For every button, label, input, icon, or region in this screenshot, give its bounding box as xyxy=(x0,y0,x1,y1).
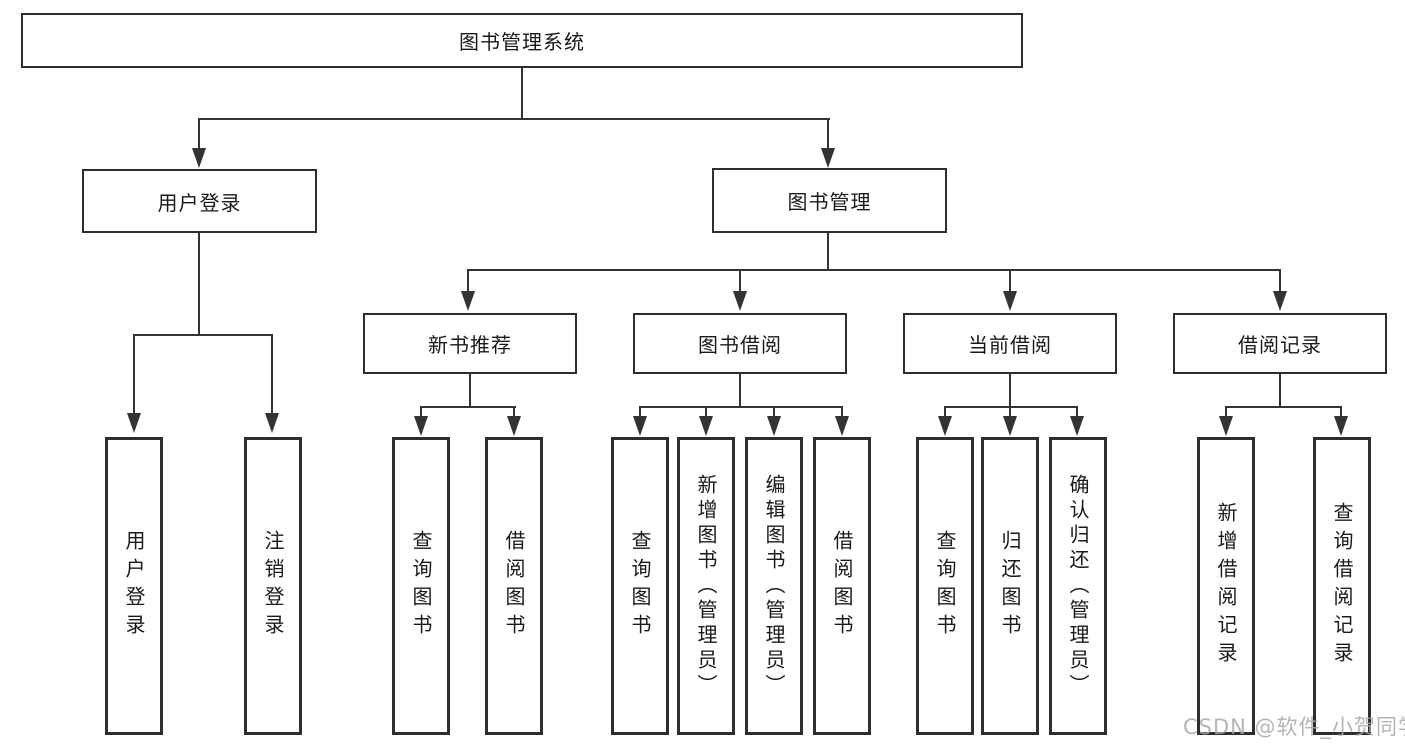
node-book-management-label: 图书管理 xyxy=(787,190,872,214)
leaf-add-borrow-record: 新增借阅记录 xyxy=(1197,437,1255,735)
arrowhead-down-icon xyxy=(835,416,849,436)
arrowhead-down-icon xyxy=(699,416,713,436)
arrowhead-down-icon xyxy=(1273,291,1287,311)
leaf-query-books-3: 查询图书 xyxy=(916,437,974,735)
leaf-return-book-label: 归还图书 xyxy=(998,530,1022,642)
connector-line xyxy=(827,118,829,151)
leaf-logout: 注销登录 xyxy=(244,437,302,735)
leaf-borrow-books-1-label: 借阅图书 xyxy=(502,530,526,642)
node-root: 图书管理系统 xyxy=(21,13,1023,68)
node-user-login-label: 用户登录 xyxy=(157,190,242,215)
node-book-management: 图书管理 xyxy=(712,168,947,233)
arrowhead-down-icon xyxy=(1219,416,1233,436)
arrowhead-down-icon xyxy=(192,148,206,168)
arrowhead-down-icon xyxy=(821,148,835,168)
connector-line xyxy=(639,406,641,418)
node-new-book-recommend: 新书推荐 xyxy=(363,313,577,374)
leaf-user-login-label: 用户登录 xyxy=(122,530,146,642)
node-current-borrow: 当前借阅 xyxy=(903,313,1117,374)
connector-line xyxy=(1076,406,1078,418)
connector-line xyxy=(198,118,830,120)
connector-line xyxy=(739,269,741,293)
arrowhead-down-icon xyxy=(127,413,141,433)
connector-line xyxy=(639,406,843,408)
connector-line xyxy=(705,406,707,418)
leaf-return-book: 归还图书 xyxy=(981,437,1039,735)
node-book-borrow-label: 图书借阅 xyxy=(698,333,782,357)
arrowhead-down-icon xyxy=(1003,416,1017,436)
leaf-user-login: 用户登录 xyxy=(105,437,163,735)
leaf-query-books-2-label: 查询图书 xyxy=(628,530,652,642)
connector-line xyxy=(198,233,200,336)
node-user-login: 用户登录 xyxy=(82,169,317,233)
leaf-add-book-admin-label: 新增图书（管理员） xyxy=(694,473,718,699)
connector-line xyxy=(513,406,515,418)
leaf-query-books-3-label: 查询图书 xyxy=(933,530,957,642)
connector-line xyxy=(1009,374,1011,408)
connector-line xyxy=(133,334,135,414)
leaf-query-books-1-label: 查询图书 xyxy=(409,530,433,642)
connector-line xyxy=(420,406,516,408)
connector-line xyxy=(271,334,273,414)
arrowhead-down-icon xyxy=(767,416,781,436)
connector-line xyxy=(133,334,273,336)
arrowhead-down-icon xyxy=(633,416,647,436)
connector-line xyxy=(1225,406,1227,418)
arrowhead-down-icon xyxy=(265,413,279,433)
node-book-borrow: 图书借阅 xyxy=(633,313,847,374)
leaf-borrow-books-1: 借阅图书 xyxy=(485,437,543,735)
arrowhead-down-icon xyxy=(414,416,428,436)
arrowhead-down-icon xyxy=(1003,291,1017,311)
connector-line xyxy=(739,374,741,408)
leaf-logout-label: 注销登录 xyxy=(261,530,285,642)
csdn-watermark: CSDN @软件_小贺同学 xyxy=(1183,715,1405,739)
connector-line xyxy=(1340,406,1342,418)
connector-line xyxy=(420,406,422,418)
connector-line xyxy=(1225,406,1342,408)
leaf-query-borrow-record-label: 查询借阅记录 xyxy=(1330,502,1354,670)
arrowhead-down-icon xyxy=(461,291,475,311)
leaf-query-books-2: 查询图书 xyxy=(611,437,669,735)
leaf-query-borrow-record: 查询借阅记录 xyxy=(1313,437,1371,735)
connector-line xyxy=(467,269,1281,271)
node-root-label: 图书管理系统 xyxy=(459,30,585,54)
connector-line xyxy=(467,269,469,293)
arrowhead-down-icon xyxy=(938,416,952,436)
arrowhead-down-icon xyxy=(1070,416,1084,436)
node-current-borrow-label: 当前借阅 xyxy=(968,333,1052,357)
connector-line xyxy=(944,406,1078,408)
connector-line xyxy=(1009,269,1011,293)
connector-line xyxy=(827,233,829,271)
connector-line xyxy=(1279,269,1281,293)
node-borrow-records-label: 借阅记录 xyxy=(1238,333,1322,357)
leaf-edit-book-admin-label: 编辑图书（管理员） xyxy=(762,473,786,699)
leaf-edit-book-admin: 编辑图书（管理员） xyxy=(745,437,803,735)
leaf-borrow-books-2: 借阅图书 xyxy=(813,437,871,735)
connector-line xyxy=(1279,374,1281,408)
arrowhead-down-icon xyxy=(507,416,521,436)
connector-line xyxy=(944,406,946,418)
leaf-confirm-return-admin: 确认归还（管理员） xyxy=(1049,437,1107,735)
leaf-add-book-admin: 新增图书（管理员） xyxy=(677,437,735,735)
node-borrow-records: 借阅记录 xyxy=(1173,313,1387,374)
connector-line xyxy=(198,118,200,151)
connector-line xyxy=(773,406,775,418)
connector-line xyxy=(521,68,523,120)
connector-line xyxy=(1009,406,1011,418)
leaf-add-borrow-record-label: 新增借阅记录 xyxy=(1214,502,1238,670)
leaf-query-books-1: 查询图书 xyxy=(392,437,450,735)
node-new-book-recommend-label: 新书推荐 xyxy=(428,333,512,357)
leaf-confirm-return-admin-label: 确认归还（管理员） xyxy=(1066,473,1090,699)
leaf-borrow-books-2-label: 借阅图书 xyxy=(830,530,854,642)
connector-line xyxy=(469,374,471,408)
arrowhead-down-icon xyxy=(1334,416,1348,436)
connector-line xyxy=(841,406,843,418)
arrowhead-down-icon xyxy=(733,291,747,311)
